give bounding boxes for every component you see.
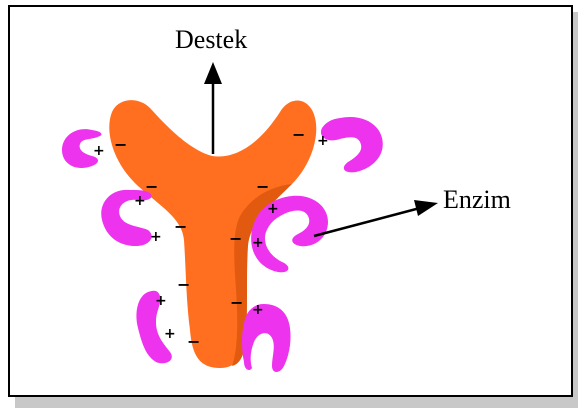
minus-sign: − bbox=[292, 125, 305, 144]
support-label: Destek bbox=[175, 25, 247, 54]
minus-sign: − bbox=[177, 275, 190, 294]
minus-sign: − bbox=[256, 177, 269, 196]
plus-sign: + bbox=[164, 326, 176, 342]
plus-sign: + bbox=[317, 133, 329, 149]
minus-sign: − bbox=[145, 177, 158, 196]
plus-sign: + bbox=[267, 201, 279, 217]
minus-sign: − bbox=[114, 135, 127, 154]
plus-sign: + bbox=[93, 143, 105, 159]
plus-sign: + bbox=[252, 235, 264, 251]
plus-sign: + bbox=[252, 302, 264, 318]
plus-sign: + bbox=[134, 193, 146, 209]
enzyme-label: Enzim bbox=[443, 185, 511, 214]
minus-sign: − bbox=[187, 332, 200, 351]
minus-sign: − bbox=[174, 217, 187, 236]
minus-sign: − bbox=[230, 293, 243, 312]
plus-sign: + bbox=[155, 293, 167, 309]
minus-sign: − bbox=[229, 229, 242, 248]
plus-sign: + bbox=[150, 229, 162, 245]
